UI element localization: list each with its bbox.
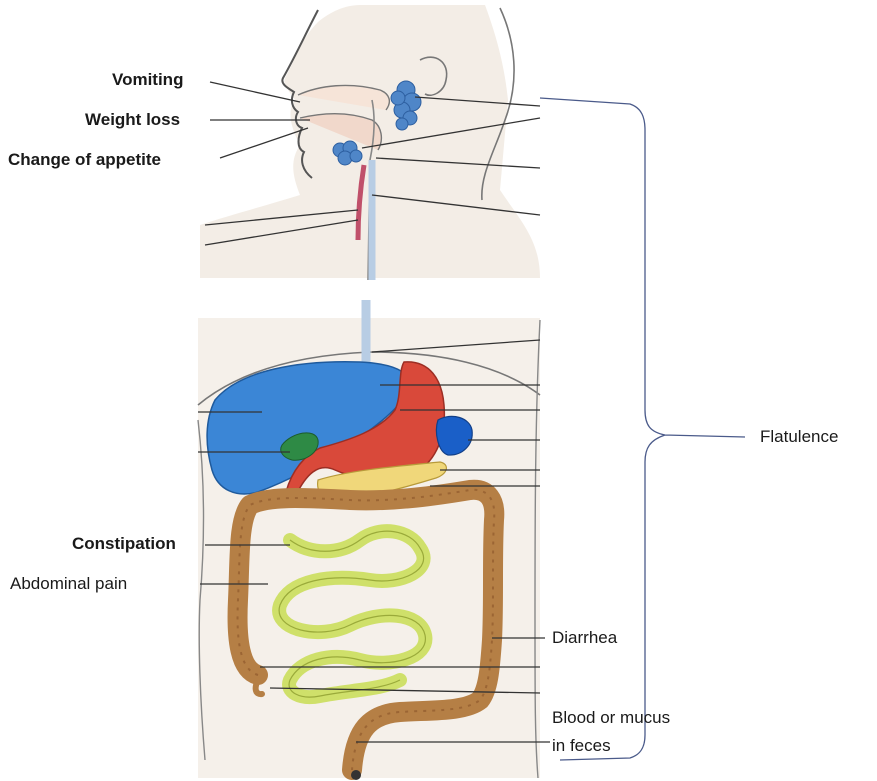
flatulence-bracket bbox=[540, 98, 745, 760]
label-in-feces: in feces bbox=[552, 736, 611, 756]
label-vomiting: Vomiting bbox=[112, 70, 183, 90]
label-weight-loss: Weight loss bbox=[85, 110, 180, 130]
label-constipation: Constipation bbox=[72, 534, 176, 554]
label-change-of-appetite: Change of appetite bbox=[8, 150, 161, 170]
label-blood-or-mucus: Blood or mucus bbox=[552, 708, 670, 728]
anus bbox=[351, 770, 361, 780]
label-abdominal-pain: Abdominal pain bbox=[10, 574, 127, 594]
label-flatulence: Flatulence bbox=[760, 427, 838, 447]
label-diarrhea: Diarrhea bbox=[552, 628, 617, 648]
